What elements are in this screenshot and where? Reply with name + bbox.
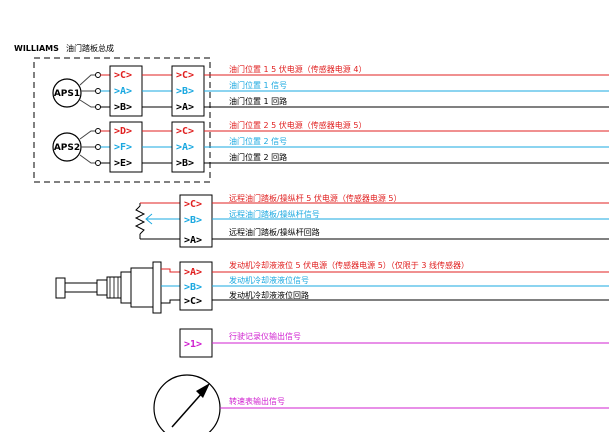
sensor-body bbox=[120, 271, 132, 304]
aps1-wire-b bbox=[79, 99, 96, 108]
coolant-blue-label: 发动机冷却液液位信号 bbox=[229, 275, 309, 285]
sensor-housing bbox=[130, 267, 154, 308]
remote-connector bbox=[179, 194, 213, 248]
g1-left-pin-3: >B> bbox=[114, 102, 132, 113]
g1-right-connector bbox=[171, 65, 205, 117]
aps2-terminal-e bbox=[95, 160, 101, 166]
coolant-wire-black-in bbox=[161, 299, 180, 304]
remote-red-label: 远程油门踏板/操纵杆 5 伏电源（传感器电源 5） bbox=[229, 193, 402, 203]
aps2-sensor: APS2 bbox=[52, 132, 82, 162]
aps1-circle bbox=[52, 78, 82, 108]
coolant-red-label: 发动机冷却液液位 5 伏电源（传感器电源 5）（仅限于 3 线传感器） bbox=[229, 260, 469, 270]
aps1-sensor: APS1 bbox=[52, 78, 82, 108]
aps2-wire-e bbox=[79, 154, 96, 164]
g2-left-connector bbox=[109, 121, 143, 173]
g2-right-pin-1: >C> bbox=[176, 126, 194, 137]
resistor-zigzag-icon bbox=[134, 205, 146, 235]
aps1-wire-c bbox=[79, 74, 96, 86]
coolant-wire-red-in bbox=[161, 268, 180, 273]
remote-pin-1: >C> bbox=[184, 199, 202, 210]
g1-red-label: 油门位置 1 5 伏电源（传感器电源 4） bbox=[229, 64, 366, 74]
g1-right-pin-3: >A> bbox=[176, 102, 194, 113]
coolant-black-label: 发动机冷却液液位回路 bbox=[229, 290, 309, 300]
recorder-pin: >1> bbox=[184, 339, 202, 350]
gauge-needle-arrowhead bbox=[196, 383, 210, 398]
coolant-level-sensor-icon bbox=[55, 261, 162, 314]
g1-black-label: 油门位置 1 回路 bbox=[229, 96, 287, 106]
remote-black-label: 远程油门踏板/操纵杆回路 bbox=[229, 227, 320, 237]
g1-left-pin-2: >A> bbox=[114, 86, 132, 97]
aps1-label: APS1 bbox=[54, 89, 80, 99]
sensor-probe-shaft bbox=[64, 282, 98, 293]
g2-right-pin-2: >A> bbox=[176, 142, 194, 153]
recorder-label: 行驶记录仪输出信号 bbox=[229, 331, 301, 341]
remote-blue-label: 远程油门踏板/操纵杆信号 bbox=[229, 209, 320, 219]
coolant-connector bbox=[179, 261, 213, 311]
g1-right-pin-1: >C> bbox=[176, 70, 194, 81]
tach-label: 转速表输出信号 bbox=[229, 396, 285, 406]
g1-right-pin-2: >B> bbox=[176, 86, 194, 97]
aps1-terminal-a bbox=[95, 88, 101, 94]
coolant-pin-1: >A> bbox=[184, 267, 202, 278]
wiper-arrow-icon bbox=[145, 213, 153, 225]
g2-left-pin-2: >F> bbox=[114, 142, 132, 153]
coolant-pin-2: >B> bbox=[184, 282, 202, 293]
aps2-label: APS2 bbox=[54, 143, 80, 153]
remote-pin-3: >A> bbox=[184, 235, 202, 246]
remote-pin-2: >B> bbox=[184, 215, 202, 226]
aps2-terminal-d bbox=[95, 128, 101, 134]
g2-black-label: 油门位置 2 回路 bbox=[229, 152, 287, 162]
gauge-face bbox=[153, 374, 221, 432]
g1-blue-label: 油门位置 1 信号 bbox=[229, 80, 287, 90]
g2-right-pin-3: >B> bbox=[176, 158, 194, 169]
brand-label: WILLIAMS bbox=[14, 44, 59, 53]
g2-red-label: 油门位置 2 5 伏电源（传感器电源 5） bbox=[229, 120, 366, 130]
aps2-terminal-f bbox=[95, 144, 101, 150]
sensor-flange bbox=[152, 261, 162, 314]
g2-right-connector bbox=[171, 121, 205, 173]
g1-left-pin-1: >C> bbox=[114, 70, 132, 81]
aps1-terminal-c bbox=[95, 72, 101, 78]
g2-left-pin-1: >D> bbox=[114, 126, 132, 137]
g2-blue-label: 油门位置 2 信号 bbox=[229, 136, 287, 146]
aps2-wire-d bbox=[79, 130, 96, 140]
g2-left-pin-3: >E> bbox=[114, 158, 132, 169]
remote-throttle-potentiometer bbox=[134, 203, 146, 239]
aps1-terminal-b bbox=[95, 104, 101, 110]
sensor-probe-cap bbox=[55, 277, 66, 299]
gauge-needle bbox=[171, 391, 204, 428]
g1-left-connector bbox=[109, 65, 143, 117]
tachometer-gauge-icon bbox=[153, 374, 221, 432]
coolant-pin-3: >C> bbox=[184, 296, 202, 307]
sensor-probe-collar bbox=[96, 279, 108, 296]
assembly-subtitle: 油门踏板总成 bbox=[66, 43, 114, 53]
